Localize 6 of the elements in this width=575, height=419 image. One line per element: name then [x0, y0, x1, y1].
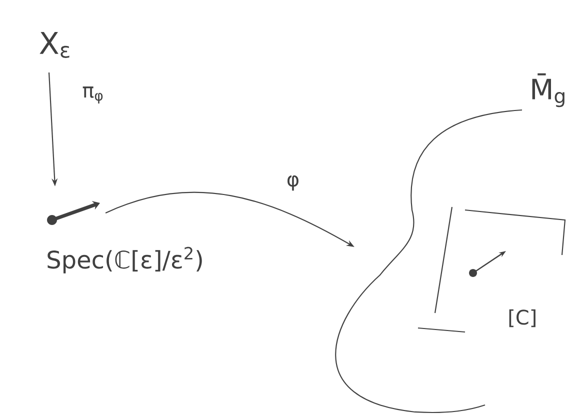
edge-label: φ	[288, 175, 298, 191]
bracket-box: [C]	[418, 206, 566, 333]
point-with-tangent-drawing	[47, 201, 100, 225]
math-label: X$_{ε}$	[40, 32, 70, 58]
edge-label: π$_{φ}$	[82, 86, 103, 104]
spec-label: Spec(ℂ[ε]/ε$^{2}$)	[48, 246, 202, 274]
